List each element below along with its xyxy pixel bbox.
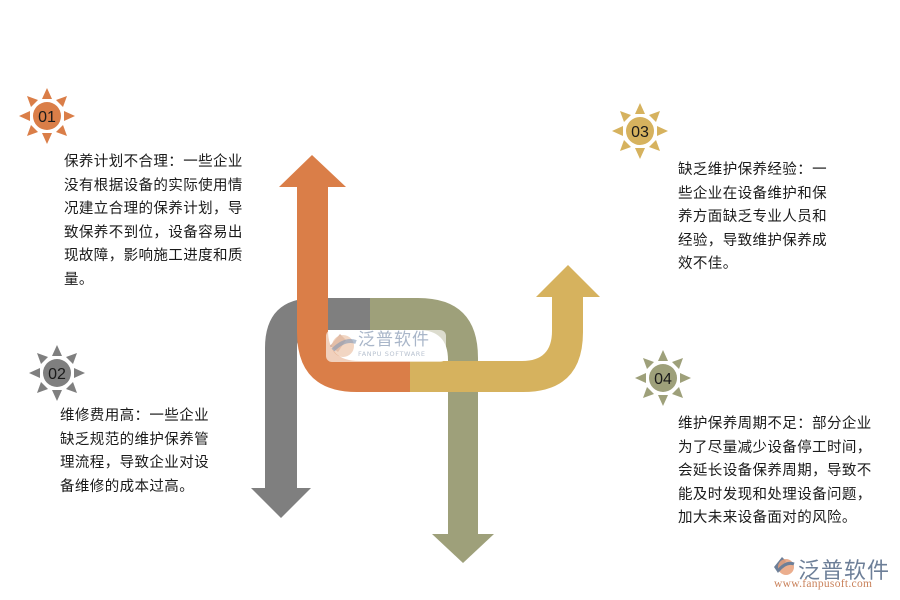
text-line: 维护保养周期不足：部分企业 [678, 416, 872, 432]
badge-02 [29, 345, 85, 401]
text-line: 备维修的成本过高。 [60, 478, 195, 495]
badge-03 [612, 103, 668, 159]
text-line: 为了尽量减少设备停工时间， [678, 439, 872, 456]
olive-arrow [370, 298, 494, 563]
text-line: 缺乏维护保养经验：一 [678, 162, 827, 178]
badge-01-number: 01 [38, 109, 56, 126]
badge-04-number: 04 [654, 371, 672, 388]
text-line: 养方面缺乏专业人员和 [678, 209, 827, 225]
gray-arrow [251, 298, 370, 518]
text-line: 加大未来设备面对的风险。 [678, 510, 857, 526]
fanpu-logo: 泛普软件 www.fanpusoft.com [772, 553, 892, 597]
logo-url: www.fanpusoft.com [774, 578, 873, 590]
watermark-en: FANPU SOFTWARE [358, 350, 426, 358]
watermark-text: 泛普软件 FANPU SOFTWARE [358, 330, 448, 358]
text-line: 些企业在设备维护和保 [678, 185, 827, 202]
text-line: 现故障，影响施工进度和质 [64, 248, 243, 264]
text-line: 理流程，导致企业对设 [60, 455, 209, 471]
text-line: 能及时发现和处理设备问题， [678, 486, 872, 503]
orange-arrow [279, 155, 410, 392]
text-line: 缺乏规范的维护保养管 [60, 431, 209, 448]
text-line: 致保养不到位，设备容易出 [64, 224, 243, 241]
text-line: 维修费用高：一些企业 [60, 408, 209, 424]
text-line: 会延长设备保养周期，导致不 [678, 463, 872, 479]
text-line: 效不佳。 [678, 256, 738, 272]
item-01-description: 保养计划不合理：一些企业 没有根据设备的实际使用情 况建立合理的保养计划，导 致… [64, 151, 264, 292]
text-line: 量。 [64, 271, 94, 288]
logo-mark-icon [774, 557, 795, 575]
gold-arrow [410, 265, 600, 392]
text-line: 经验，导致维护保养成 [678, 232, 827, 249]
badge-04 [635, 350, 691, 406]
text-line: 没有根据设备的实际使用情 [64, 177, 243, 194]
item-04-description: 维护保养周期不足：部分企业 为了尽量减少设备停工时间， 会延长设备保养周期，导致… [678, 413, 893, 531]
item-02-description: 维修费用高：一些企业 缺乏规范的维护保养管 理流程，导致企业对设 备维修的成本过… [60, 405, 240, 499]
item-03-description: 缺乏维护保养经验：一 些企业在设备维护和保 养方面缺乏专业人员和 经验，导致维护… [678, 159, 858, 277]
text-line: 保养计划不合理：一些企业 [64, 154, 243, 170]
badge-01 [19, 88, 75, 144]
watermark [326, 330, 446, 362]
badge-02-number: 02 [48, 366, 66, 383]
text-line: 况建立合理的保养计划，导 [64, 201, 243, 217]
logo-text: 泛普软件 [798, 559, 891, 584]
watermark-cn: 泛普软件 [358, 330, 430, 350]
badge-03-number: 03 [631, 124, 649, 141]
